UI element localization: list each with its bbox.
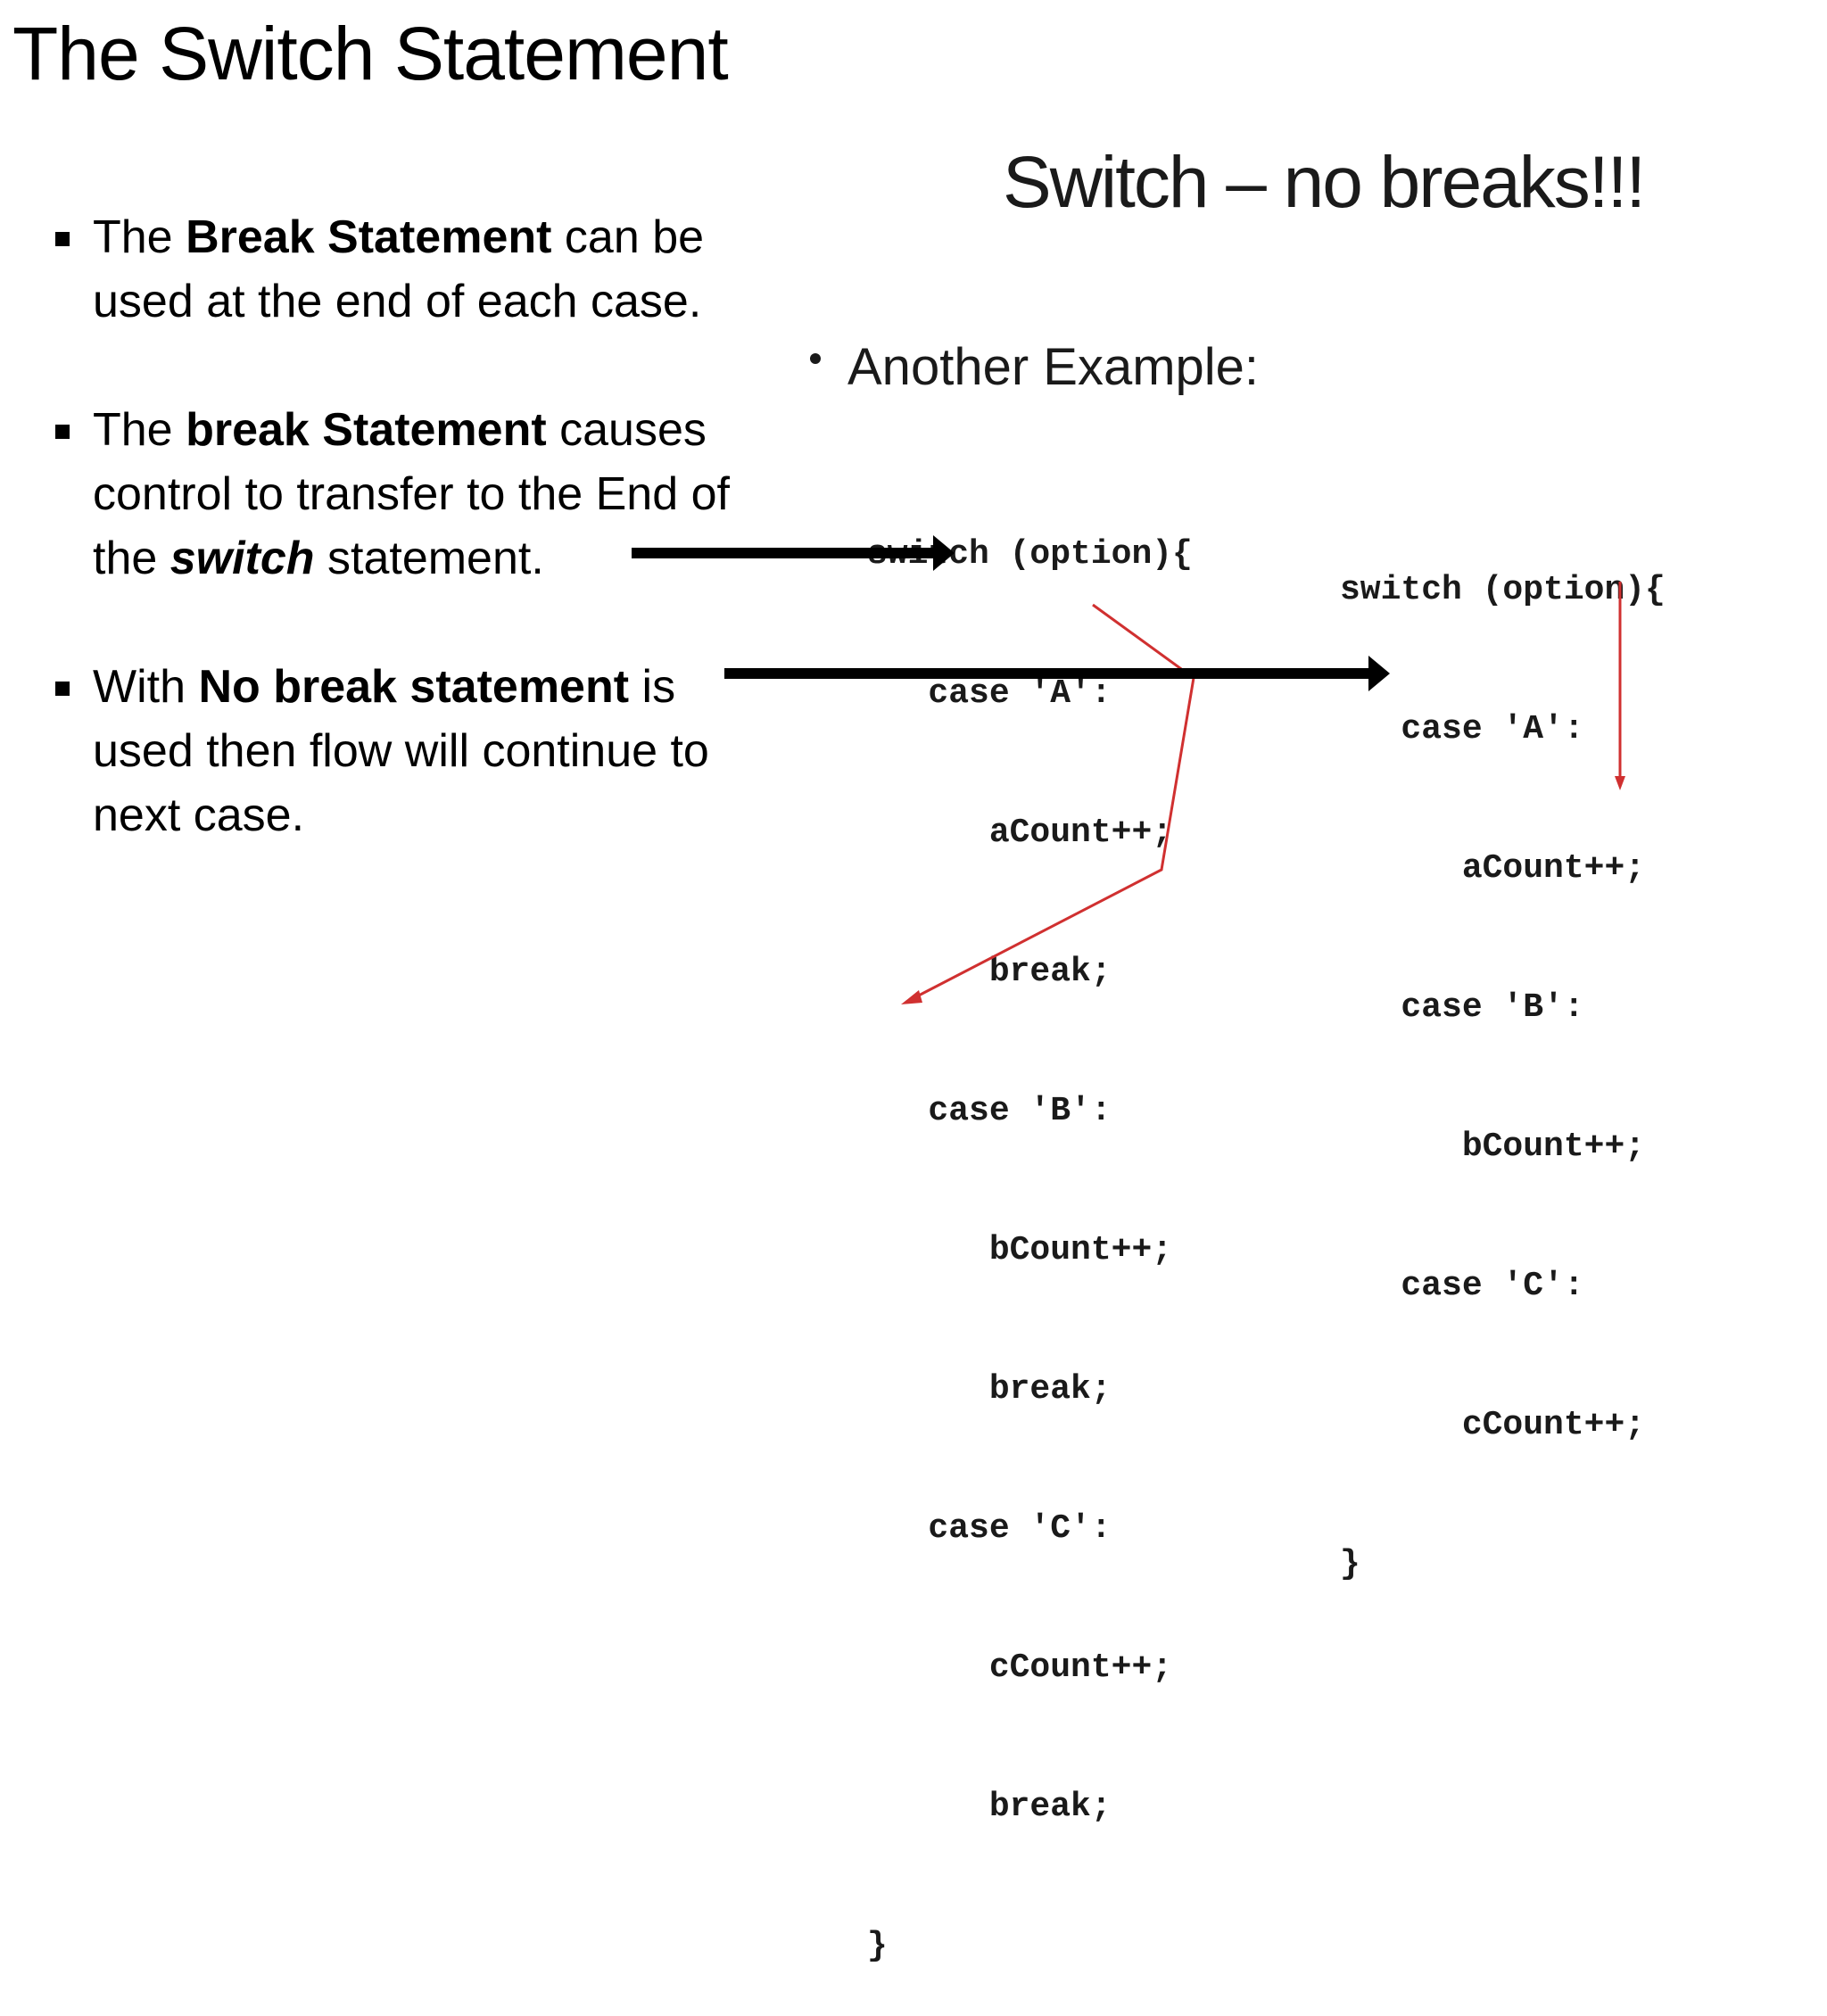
bullet-text-pre: The (93, 404, 186, 456)
code-line: case 'A': (1340, 710, 1584, 748)
arrows-overlay (632, 535, 1625, 1004)
code-line: bCount++; (1340, 1128, 1646, 1166)
code-line: break; (867, 1788, 1112, 1826)
code-line: aCount++; (1340, 849, 1646, 888)
code-line: case 'C': (1340, 1267, 1584, 1305)
bullet-text-bold: Break Statement (186, 211, 552, 263)
bullet-no-break-fallthrough: With No break statement is used then flo… (50, 655, 755, 847)
red-arrowhead-icon (1615, 776, 1625, 790)
square-bullet-icon (55, 682, 70, 696)
pointer-arrow-shaft (724, 668, 1370, 679)
red-flow-arrow-right (1615, 582, 1625, 790)
bullet-text-bold: break Statement (186, 404, 547, 456)
code-line: switch (option){ (1340, 571, 1666, 609)
bullet-break-end-of-case: The Break Statement can be used at the e… (50, 205, 755, 334)
code-line: case 'C': (867, 1509, 1112, 1548)
example-subheading-text: Another Example: (847, 338, 1260, 396)
round-bullet-icon (810, 352, 821, 364)
pointer-arrow-shaft (632, 548, 935, 558)
bullet-text-bold-italic: switch (169, 533, 315, 584)
bullet-break-transfers-control: The break Statement causes control to tr… (50, 398, 755, 591)
code-line: } (1340, 1545, 1360, 1583)
red-arrowhead-icon (901, 990, 922, 1004)
square-bullet-icon (55, 425, 70, 439)
bullet-text-pre: With (93, 661, 199, 713)
red-flow-arrow-left (901, 603, 1195, 1004)
bullet-text-bold: No break statement (198, 661, 630, 713)
bullet-text-post: is used then flow will continue to next … (93, 661, 709, 841)
code-line: case 'A': (867, 674, 1112, 713)
slide-title: The Switch Statement (12, 12, 729, 95)
black-arrowhead-icon (1368, 656, 1390, 691)
code-line: } (867, 1927, 888, 1965)
example-subheading: Another Example: (810, 332, 1259, 403)
bullet-text-mid: causes control to transfer to the End of… (93, 404, 730, 584)
code-line: cCount++; (1340, 1406, 1646, 1444)
code-line: case 'B': (1340, 988, 1584, 1027)
bullet-list: The Break Statement can be used at the e… (50, 205, 755, 912)
code-line: break; (867, 1370, 1112, 1409)
bullet-text-post: statement. (314, 533, 544, 584)
square-bullet-icon (55, 232, 70, 246)
code-line: aCount++; (867, 814, 1173, 852)
code-line: bCount++; (867, 1231, 1173, 1269)
example-title: Switch – no breaks!!! (1003, 142, 1646, 223)
bullet-text-post: can be used at the end of each case. (93, 211, 705, 327)
code-line: case 'B': (867, 1092, 1112, 1130)
break-exit-path (911, 603, 1195, 1001)
code-line: cCount++; (867, 1648, 1173, 1687)
pointer-arrow-break (632, 535, 955, 571)
pointer-arrow-no-break (724, 656, 1390, 691)
bullet-text-pre: The (93, 211, 186, 263)
black-arrowhead-icon (933, 535, 955, 571)
code-line: break; (867, 953, 1112, 991)
